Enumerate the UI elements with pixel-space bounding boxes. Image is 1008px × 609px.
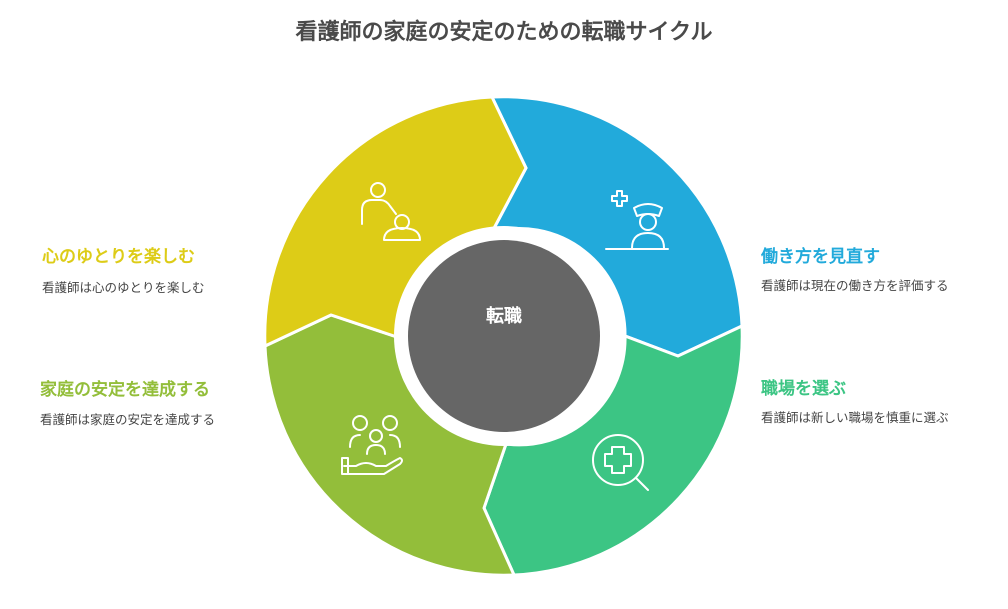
stage-description-choose-workplace: 看護師は新しい職場を慎重に選ぶ (761, 410, 949, 425)
segment-review-work (489, 95, 744, 358)
family-in-hand-icon (341, 415, 403, 475)
stage-description-family-stability: 看護師は家庭の安定を達成する (40, 412, 216, 427)
center-label: 転職 (486, 305, 522, 327)
stage-heading-choose-workplace: 職場を選ぶ (761, 379, 846, 399)
stage-description-peace-of-mind: 看護師は心のゆとりを楽しむ (42, 280, 205, 295)
stage-heading-review-work: 働き方を見直す (761, 247, 880, 267)
stage-heading-family-stability: 家庭の安定を達成する (40, 380, 210, 400)
medical-search-icon (592, 434, 649, 491)
nurse-icon (605, 190, 669, 250)
stage-description-review-work: 看護師は現在の働き方を評価する (761, 278, 949, 293)
diagram-title: 看護師の家庭の安定のための転職サイクル (295, 20, 713, 45)
center-circle (408, 240, 600, 432)
segment-choose-workplace (482, 323, 744, 577)
stage-heading-peace-of-mind: 心のゆとりを楽しむ (42, 247, 195, 267)
caregiver-icon (361, 182, 421, 241)
